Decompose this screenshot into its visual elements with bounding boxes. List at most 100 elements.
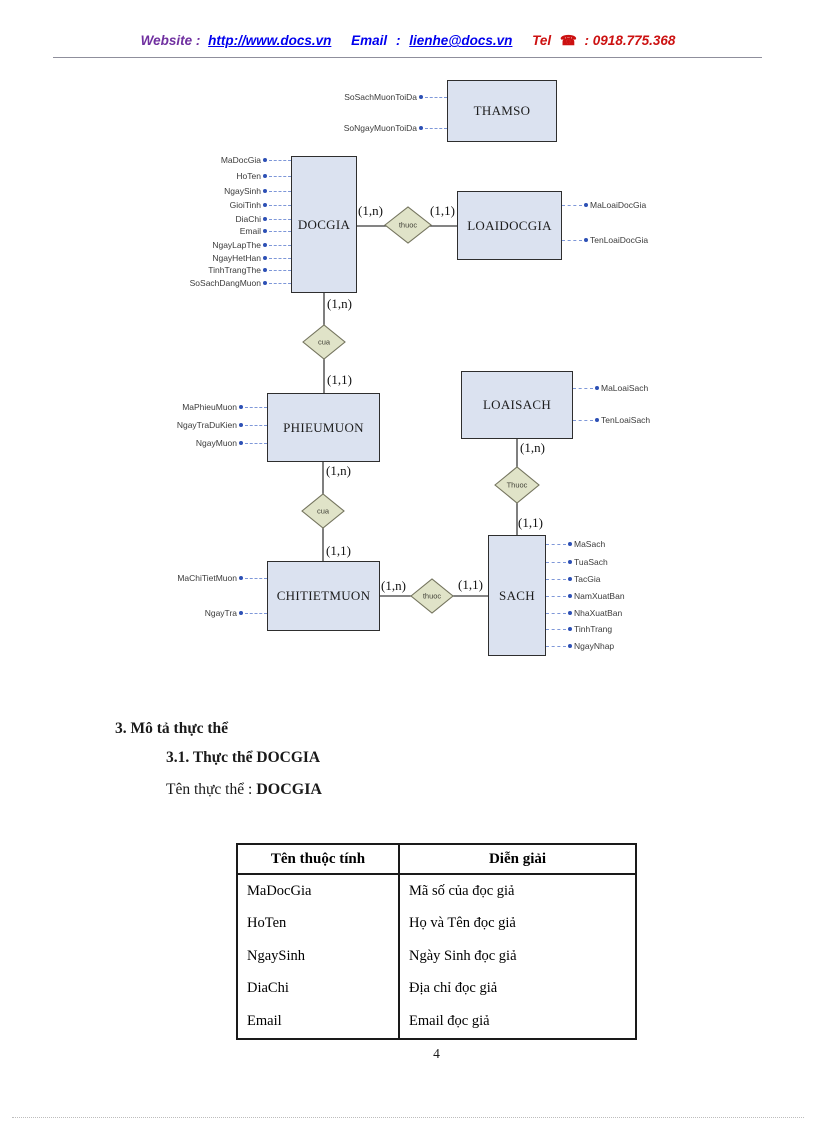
attribute-songaymuontoida: SoNgayMuonToiDa (344, 122, 447, 134)
relationship-label-thuoc: thuoc (398, 220, 418, 230)
attribute-connector-line (269, 218, 291, 220)
entity-label: PHIEUMUON (283, 419, 364, 435)
attribute-connector-line (245, 442, 267, 444)
attribute-label: SoNgayMuonToiDa (343, 123, 417, 133)
table-header-row: Tên thuộc tính Diễn giải (237, 844, 636, 875)
attribute-label: NgayHetHan (212, 253, 261, 263)
attribute-connector-dot (239, 423, 243, 427)
attribute-label: MaChiTietMuon (177, 573, 237, 583)
attribute-connector-dot (568, 542, 572, 546)
attribute-connector-line (546, 561, 566, 563)
cardinality-label: (1,n) (327, 296, 352, 311)
attr-name-cell: Email (237, 1005, 400, 1039)
attribute-label: NgayLapThe (212, 240, 261, 250)
attribute-connector-dot (419, 95, 423, 99)
attribute-label: NgayNhap (574, 641, 615, 651)
attribute-connector-dot (263, 243, 267, 247)
relationship-label-cua: cua (316, 506, 330, 516)
email-label: Email (351, 33, 388, 48)
attribute-ngaytra: NgayTra (205, 607, 267, 619)
attribute-label: NgayMuon (195, 438, 237, 448)
attribute-label: TenLoaiSach (601, 415, 651, 425)
attribute-connector-line (546, 578, 566, 580)
entity-phieumuon: PHIEUMUON (267, 393, 380, 462)
attribute-label: TuaSach (574, 557, 608, 567)
attribute-connector-dot (584, 203, 588, 207)
attribute-label: NgaySinh (224, 186, 261, 196)
page-header: Website : http://www.docs.vn Email : lie… (0, 33, 816, 49)
attribute-connector-dot (595, 386, 599, 390)
column-header-attribute-name: Tên thuộc tính (237, 844, 400, 875)
attribute-connector-dot (568, 644, 572, 648)
attribute-connector-line (573, 419, 593, 421)
attribute-connector-dot (263, 203, 267, 207)
attribute-connector-line (546, 645, 566, 647)
attribute-label: TinhTrangThe (208, 265, 261, 275)
cardinality-label: (1,1) (327, 372, 352, 387)
attr-name-cell: HoTen (237, 907, 400, 940)
phone-icon: ☎ (559, 33, 577, 48)
attribute-label: TacGia (574, 574, 601, 584)
attribute-connector-dot (239, 576, 243, 580)
attribute-connector-dot (568, 611, 572, 615)
attribute-connector-dot (568, 577, 572, 581)
attribute-connector-line (245, 424, 267, 426)
er-diagram: thuoc(1,n)(1,1)cua(1,n)(1,1)Thuoc(1,n)(1… (177, 80, 650, 656)
attr-desc-cell: Mã số của đọc giả (409, 882, 515, 899)
attribute-connector-dot (239, 405, 243, 409)
cardinality-label: (1,1) (458, 577, 483, 592)
attribute-connector-dot (584, 238, 588, 242)
tel-number: : 0918.775.368 (584, 33, 676, 48)
attribute-connector-dot (595, 418, 599, 422)
attribute-connector-line (562, 204, 582, 206)
attribute-tuasach: TuaSach (546, 556, 608, 568)
relationship-label-thuoc: thuoc (422, 591, 442, 601)
entity-loaisach: LOAISACH (461, 371, 573, 439)
attr-name-cell: DiaChi (237, 972, 400, 1005)
cardinality-label: (1,n) (326, 463, 351, 478)
attribute-ngaymuon: NgayMuon (196, 437, 267, 449)
attribute-namxuatban: NamXuatBan (546, 590, 625, 602)
attribute-ngaylapthe: NgayLapThe (212, 239, 291, 251)
attribute-label: NgayTra (204, 608, 237, 618)
entity-label: LOAISACH (482, 397, 552, 412)
attribute-email: Email (240, 225, 291, 237)
attribute-ngaynhap: NgayNhap (546, 640, 614, 652)
attribute-ngayhethan: NgayHetHan (212, 252, 291, 264)
attribute-connector-line (269, 230, 291, 232)
attribute-sosachmuontoida: SoSachMuonToiDa (344, 91, 447, 103)
entity-chitietmuon: CHITIETMUON (267, 561, 380, 631)
attribute-label: HoTen (236, 171, 261, 181)
relationship-label-thuoc: Thuoc (506, 480, 528, 490)
attribute-connector-line (269, 269, 291, 271)
header-divider (53, 57, 762, 58)
column-header-description: Diễn giải (399, 844, 636, 875)
website-link[interactable]: http://www.docs.vn (208, 33, 332, 48)
attribute-label: DiaChi (235, 214, 261, 224)
attribute-connector-dot (239, 441, 243, 445)
attribute-tacgia: TacGia (546, 573, 600, 585)
entity-sach: SACH (488, 535, 546, 656)
entity-label: THAMSO (473, 103, 531, 118)
attribute-label: NamXuatBan (574, 591, 625, 601)
attribute-connector-line (269, 175, 291, 177)
attribute-label: TenLoaiDocGia (590, 235, 649, 245)
attribute-connector-line (425, 96, 447, 98)
attribute-tinhtrang: TinhTrang (546, 623, 612, 635)
section-subheading: 3.1. Thực thể DOCGIA (166, 749, 321, 766)
attribute-madocgia: MaDocGia (221, 154, 291, 166)
email-link[interactable]: lienhe@docs.vn (409, 33, 513, 48)
attribute-connector-dot (263, 256, 267, 260)
attribute-label: Email (239, 226, 261, 236)
attribute-tenloaisach: TenLoaiSach (573, 414, 650, 426)
entity-label: CHITIETMUON (276, 588, 371, 603)
attribute-diachi: DiaChi (235, 213, 291, 225)
attribute-connector-dot (568, 594, 572, 598)
section-heading: 3. Mô tả thực thể (115, 720, 229, 737)
